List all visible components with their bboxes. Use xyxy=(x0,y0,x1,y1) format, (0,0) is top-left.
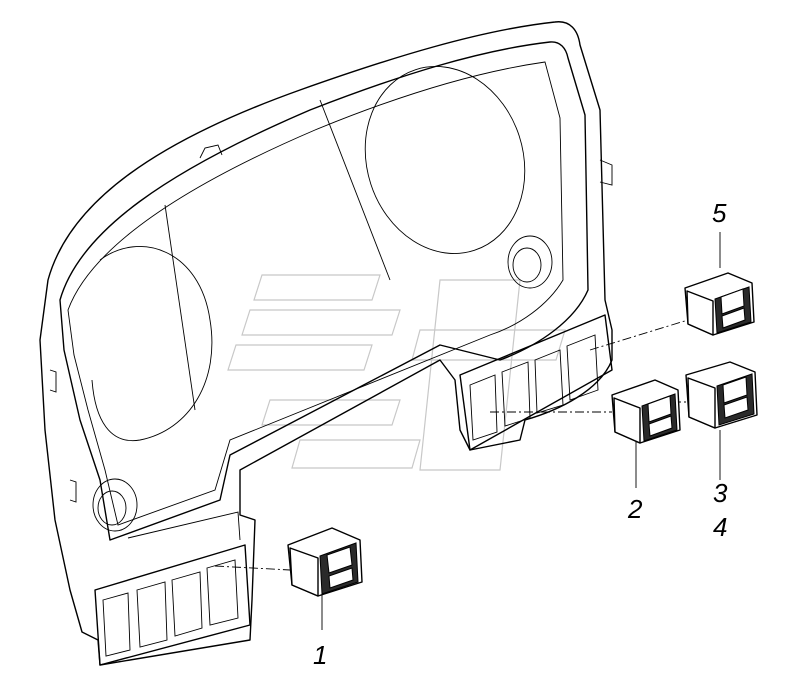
left-switch-bay xyxy=(94,511,251,666)
callout-4: 4 xyxy=(713,512,728,542)
switch-3 xyxy=(685,361,758,429)
right-switch-bay xyxy=(459,314,613,451)
callout-1: 1 xyxy=(313,640,328,670)
callout-5: 5 xyxy=(712,198,727,228)
watermark-logo xyxy=(227,274,566,471)
switch-2 xyxy=(611,379,681,444)
callout-3: 3 xyxy=(713,478,728,508)
callout-2: 2 xyxy=(628,494,643,524)
switch-1 xyxy=(287,527,363,597)
switch-5 xyxy=(684,272,755,336)
